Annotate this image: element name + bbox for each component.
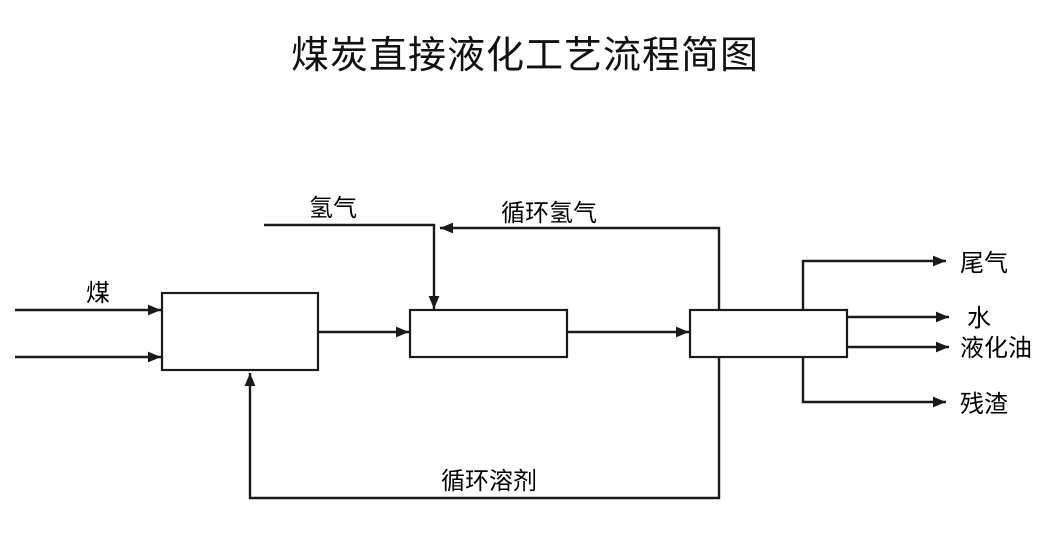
recycled-solvent-arrow	[244, 356, 721, 500]
label-coal: 煤	[86, 280, 110, 307]
process-boxes	[160, 291, 849, 372]
label-recycled-hydrogen: 循环氢气	[501, 200, 597, 227]
box-slurry-preparation	[160, 291, 320, 372]
label-hydrogen: 氢气	[309, 195, 357, 222]
label-water: 水	[967, 305, 991, 332]
box-reactor	[408, 308, 569, 359]
tail-gas-arrow	[801, 255, 946, 311]
residue-arrow	[801, 356, 946, 408]
label-recycled-solvent: 循环溶剂	[441, 468, 537, 495]
hydrogen-feed-arrow	[264, 223, 440, 309]
recycled-hydrogen-arrow	[440, 222, 721, 311]
flow-lines	[15, 222, 949, 500]
stream-labels: 煤 氢气 循环氢气 尾气 水 液化油 残渣 循环溶剂	[86, 195, 1032, 495]
diagram-title: 煤炭直接液化工艺流程简图	[290, 35, 759, 77]
box-separator	[688, 308, 849, 359]
label-tail-gas: 尾气	[960, 250, 1008, 277]
label-liquefied-oil: 液化油	[960, 335, 1032, 362]
label-residue: 残渣	[960, 391, 1008, 418]
